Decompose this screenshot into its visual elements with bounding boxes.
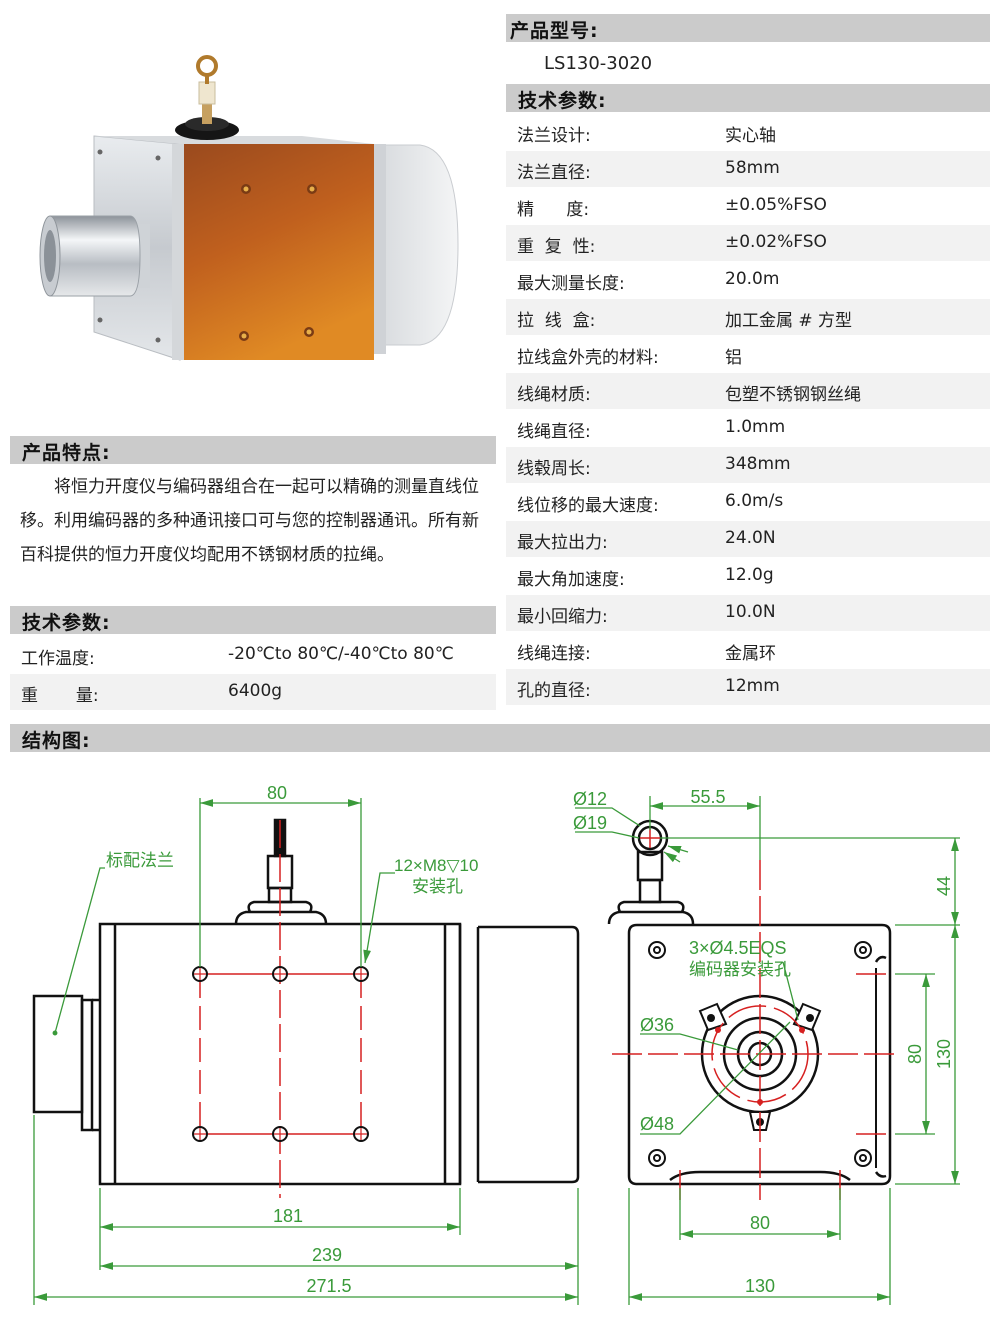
dim-130-horizontal: 130: [745, 1276, 775, 1296]
param-row: 最大拉出力:24.0N: [506, 521, 990, 557]
dim-d12: Ø12: [573, 789, 607, 809]
param-row: 精 度:±0.05%FSO: [517, 195, 827, 220]
param-row: 最小回缩力:10.0N: [506, 595, 990, 631]
param-row: 重 量:6400g: [10, 674, 496, 710]
encoder-holes-label-1: 3×Ø4.5EQS: [689, 938, 787, 958]
product-model-header: 产品型号:: [506, 14, 990, 42]
dim-d48: Ø48: [640, 1114, 674, 1134]
dim-181: 181: [273, 1206, 303, 1226]
param-row: 线毂周长:348mm: [506, 447, 990, 483]
param-row: 线绳连接:金属环: [517, 644, 776, 664]
param-row: 线绳直径:1.0mm: [517, 417, 786, 442]
tech-params-heading-left: 技术参数:: [22, 612, 111, 634]
features-description: 将恒力开度仪与编码器组合在一起可以精确的测量直线位移。利用编码器的多种通讯接口可…: [20, 477, 479, 565]
dim-80-top: 80: [267, 783, 287, 803]
param-row: 孔的直径:12mm: [506, 669, 990, 705]
param-row: 线位移的最大速度:6.0m/s: [517, 491, 784, 516]
param-row: 工作温度:-20℃to 80℃/-40℃to 80℃: [21, 644, 454, 669]
dim-271-5: 271.5: [306, 1276, 351, 1296]
dim-d36: Ø36: [640, 1015, 674, 1035]
mount-holes-label-2: 安装孔: [412, 877, 463, 896]
structure-diagram: 80 标配法兰 12×M8▽10 安装孔 181 239 271.5: [0, 760, 1000, 1318]
tech-params-header-left: 技术参数:: [10, 606, 496, 634]
param-row: 重 复 性:±0.02%FSO: [506, 225, 990, 261]
tech-params-heading-right: 技术参数:: [518, 90, 607, 112]
structure-heading: 结构图:: [22, 730, 91, 752]
param-row: 最大角加速度:12.0g: [517, 565, 774, 590]
param-row: 拉 线 盒:加工金属 # 方型: [506, 299, 990, 335]
param-row: 最大测量长度:20.0m: [517, 269, 780, 294]
features-heading: 产品特点:: [22, 442, 111, 464]
param-row: 法兰设计:实心轴: [517, 126, 776, 146]
structure-header: 结构图:: [10, 724, 990, 752]
dim-44: 44: [934, 876, 954, 896]
product-model-heading: 产品型号:: [510, 20, 599, 42]
dim-55-5: 55.5: [690, 787, 725, 807]
param-row: 拉线盒外壳的材料:铝: [517, 348, 742, 368]
product-photo: [30, 40, 470, 400]
flange-label: 标配法兰: [106, 851, 174, 870]
dim-80-horizontal: 80: [750, 1213, 770, 1233]
encoder-holes-label-2: 编码器安装孔: [689, 960, 791, 979]
param-row: 线绳材质:包塑不锈钢钢丝绳: [506, 373, 990, 409]
dim-130-vertical: 130: [934, 1039, 954, 1069]
features-header: 产品特点:: [10, 436, 496, 464]
tech-params-header-right: 技术参数:: [506, 84, 990, 112]
mount-holes-label-1: 12×M8▽10: [394, 856, 478, 875]
dim-239: 239: [312, 1245, 342, 1265]
product-model-value: LS130-3020: [544, 53, 653, 74]
param-row: 法兰直径:58mm: [506, 151, 990, 187]
dim-80-vertical: 80: [905, 1044, 925, 1064]
dim-d19: Ø19: [573, 813, 607, 833]
